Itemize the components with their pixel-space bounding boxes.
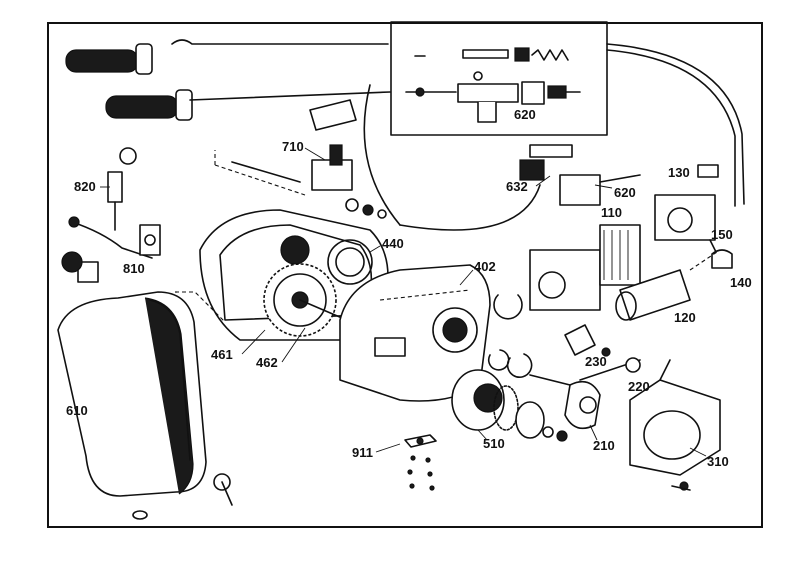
part-label-610: 610 bbox=[66, 403, 88, 418]
part-label-510: 510 bbox=[483, 436, 505, 451]
fuel-tank-610 bbox=[57, 251, 233, 520]
part-label-710: 710 bbox=[282, 139, 304, 154]
part-label-120: 120 bbox=[674, 310, 696, 325]
part-label-230: 230 bbox=[585, 354, 607, 369]
part-911-gasket bbox=[404, 434, 437, 491]
assembly-guide-lines bbox=[175, 249, 721, 323]
part-label-402: 402 bbox=[474, 259, 496, 274]
part-label-620-inset: 620 bbox=[514, 107, 536, 122]
part-820-810-levers bbox=[68, 147, 161, 259]
part-label-810: 810 bbox=[123, 261, 145, 276]
carburettor-620-632 bbox=[519, 144, 641, 206]
part-label-911: 911 bbox=[352, 445, 373, 460]
part-label-632: 632 bbox=[506, 179, 528, 194]
part-label-150: 150 bbox=[711, 227, 733, 242]
handlebar-grips bbox=[65, 39, 745, 226]
cylinder-110-head-130 bbox=[529, 164, 733, 311]
part-label-220: 220 bbox=[628, 379, 650, 394]
part-label-130: 130 bbox=[668, 165, 690, 180]
part-label-440: 440 bbox=[382, 236, 404, 251]
inset-carburettor-detail bbox=[390, 21, 608, 136]
part-label-462: 462 bbox=[256, 355, 278, 370]
part-label-310: 310 bbox=[707, 454, 729, 469]
cable-sleeve bbox=[399, 184, 541, 231]
part-710-bracket bbox=[214, 99, 387, 219]
part-label-210: 210 bbox=[593, 438, 615, 453]
crankcase-402 bbox=[339, 264, 491, 402]
part-label-820: 820 bbox=[74, 179, 96, 194]
crankshaft-210-220-230 bbox=[529, 324, 641, 430]
part-label-110: 110 bbox=[601, 205, 622, 220]
part-label-140: 140 bbox=[730, 275, 752, 290]
clutch-510 bbox=[451, 294, 568, 442]
part-label-461: 461 bbox=[211, 347, 233, 362]
part-label-620: 620 bbox=[614, 185, 636, 200]
piston-120 bbox=[615, 269, 691, 321]
leader-lines bbox=[100, 147, 707, 457]
